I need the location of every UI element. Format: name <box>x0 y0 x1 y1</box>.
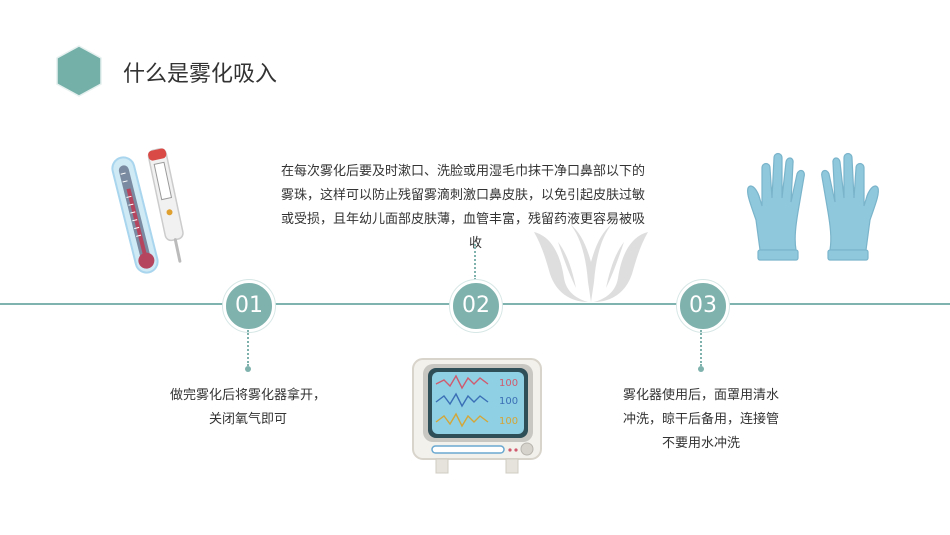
monitor-reading-3: 100 <box>499 416 518 427</box>
step-2-description: 在每次雾化后要及时漱口、洗脸或用湿毛巾抹干净口鼻部以下的 雾珠，这样可以防止残留… <box>281 160 673 256</box>
hexagon-icon <box>56 45 102 97</box>
digital-thermometer-icon <box>147 148 184 263</box>
step-1-connector <box>247 330 249 366</box>
step-3-line-3: 不要用水冲洗 <box>661 436 740 451</box>
step-2-connector <box>474 244 476 280</box>
step-3-node: 03 <box>677 280 729 332</box>
step-3-line-2: 冲洗，晾干后备用，连接管 <box>622 412 779 427</box>
step-2-number: 02 <box>462 293 490 318</box>
step-3-connector <box>700 330 702 366</box>
step-2-line-3: 或受损，且年幼儿面部皮肤薄，血管丰富，残留药液更容易被吸 <box>281 212 646 227</box>
step-1-node: 01 <box>223 280 275 332</box>
thermometer-icon <box>111 156 159 274</box>
step-1-line-2: 关闭氧气即可 <box>208 412 287 427</box>
step-3-description: 雾化器使用后，面罩用清水 冲洗，晾干后备用，连接管 不要用水冲洗 <box>600 384 802 456</box>
page-title: 什么是雾化吸入 <box>123 62 278 87</box>
step-2-line-2: 雾珠，这样可以防止残留雾滴刺激口鼻皮肤，以免引起皮肤过敏 <box>281 188 646 203</box>
step-1-line-1: 做完雾化后将雾化器拿开， <box>169 388 326 403</box>
step-1-description: 做完雾化后将雾化器拿开， 关闭氧气即可 <box>148 384 348 432</box>
gloves-icon <box>747 152 879 261</box>
monitor-icon: 100 100 100 <box>412 358 542 474</box>
step-1-dot <box>245 366 251 372</box>
step-3-line-1: 雾化器使用后，面罩用清水 <box>622 388 779 403</box>
step-3-number: 03 <box>689 293 717 318</box>
monitor-reading-2: 100 <box>499 396 518 407</box>
monitor-reading-1: 100 <box>499 378 518 389</box>
step-1-number: 01 <box>235 293 263 318</box>
step-2-node: 02 <box>450 280 502 332</box>
step-3-dot <box>698 366 704 372</box>
step-2-line-1: 在每次雾化后要及时漱口、洗脸或用湿毛巾抹干净口鼻部以下的 <box>281 164 646 179</box>
step-2-line-4: 收 <box>469 236 483 251</box>
logo-watermark-icon <box>534 224 648 302</box>
